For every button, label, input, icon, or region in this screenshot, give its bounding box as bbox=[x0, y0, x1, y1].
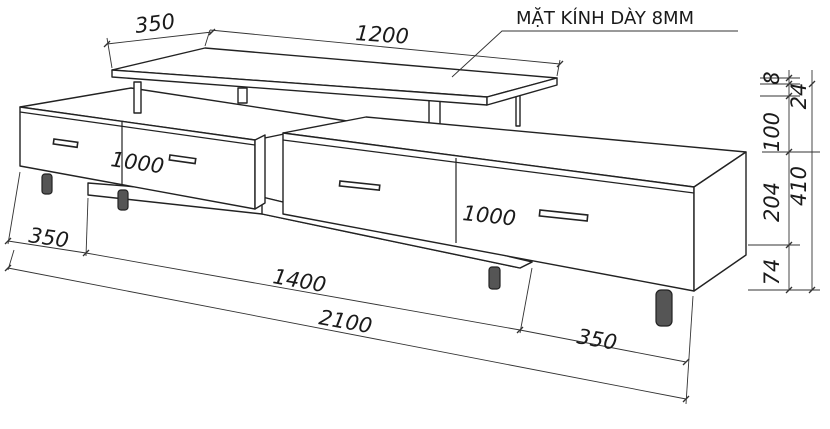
dim-right-depth: 350 bbox=[575, 324, 619, 355]
bottom-dimension-lines bbox=[4, 171, 694, 405]
dim-top-shelf-length: 1200 bbox=[355, 21, 410, 49]
vertical-dimension-lines bbox=[748, 70, 820, 294]
dim-top-shelf-depth: 350 bbox=[134, 9, 177, 38]
dim-height-gap: 100 bbox=[760, 112, 784, 152]
glass-note: MẶT KÍNH DÀY 8MM bbox=[516, 7, 694, 29]
right-drawer-1-handle bbox=[338, 180, 381, 192]
dim-total-length: 2100 bbox=[317, 305, 374, 338]
right-module bbox=[282, 116, 747, 292]
left-drawer-2-handle bbox=[168, 154, 197, 165]
left-drawer-1-handle bbox=[52, 138, 79, 149]
dim-height-legs: 74 bbox=[760, 259, 784, 286]
cabinet-legs bbox=[41, 173, 673, 327]
dim-height-top: 24 bbox=[787, 83, 811, 110]
right-drawer-2-handle bbox=[538, 209, 589, 222]
dim-height-total: 410 bbox=[787, 166, 811, 206]
dim-base-depth: 350 bbox=[27, 223, 70, 252]
dim-height-drawer: 204 bbox=[760, 182, 784, 222]
top-shelf bbox=[111, 47, 558, 148]
dim-base-length: 1400 bbox=[271, 264, 328, 297]
left-module bbox=[19, 87, 348, 210]
top-dimension-lines bbox=[103, 28, 738, 78]
dim-height-glass: 8 bbox=[760, 71, 784, 84]
dim-right-module-length: 1000 bbox=[461, 201, 517, 230]
